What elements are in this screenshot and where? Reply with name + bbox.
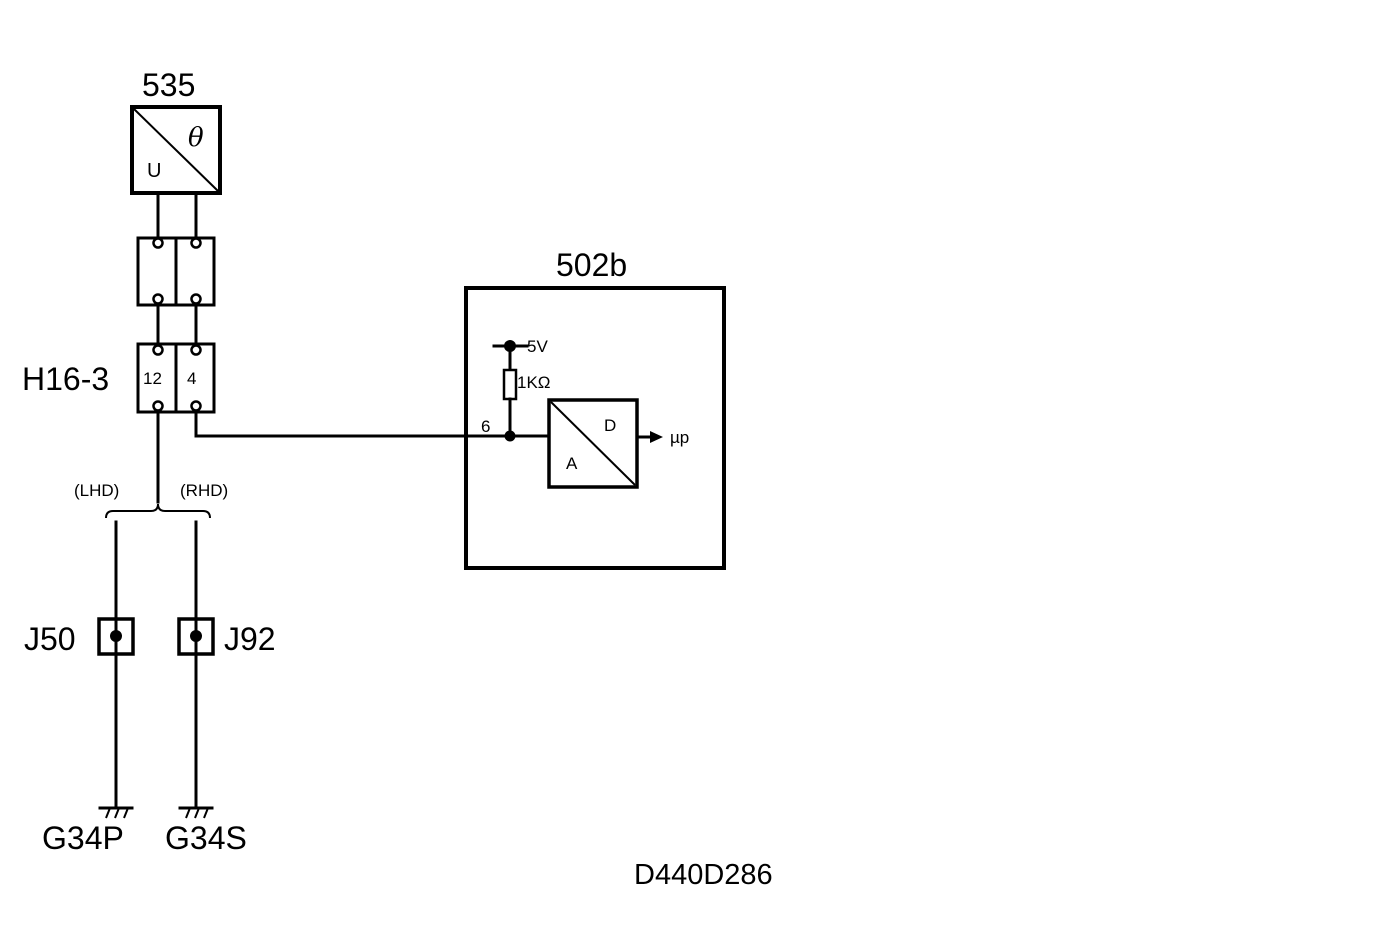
ad-converter-box bbox=[547, 398, 639, 489]
splice-label-j92: J92 bbox=[224, 621, 276, 657]
connector-id-label: H16-3 bbox=[22, 361, 109, 397]
pullup-resistor bbox=[502, 368, 518, 401]
supply-label: 5V bbox=[527, 337, 548, 356]
ecu-pin-label: 6 bbox=[481, 417, 490, 436]
connector-pin bbox=[152, 293, 164, 305]
splice-j92-dot bbox=[190, 630, 202, 642]
resistor-label: 1KΩ bbox=[517, 373, 551, 392]
ad-converter-diagonal bbox=[550, 401, 636, 486]
microprocessor-label: µp bbox=[670, 428, 689, 447]
connector-pin bbox=[190, 293, 202, 305]
ground-label-g34s: G34S bbox=[165, 820, 247, 856]
pin-label-4: 4 bbox=[187, 369, 196, 388]
ground-g34s-symbol bbox=[178, 806, 214, 819]
connector-pin bbox=[152, 400, 164, 412]
ecu-502b-box bbox=[464, 286, 726, 570]
splice-j92 bbox=[177, 617, 215, 656]
ground-label-g34p: G34P bbox=[42, 820, 124, 856]
connector-pin bbox=[152, 344, 164, 356]
signal-wire bbox=[194, 410, 513, 438]
splice-j50-dot bbox=[110, 630, 122, 642]
diagram-code: D440D286 bbox=[634, 859, 773, 891]
sensor-input-label: U bbox=[147, 160, 161, 182]
sensor-535: U θ bbox=[130, 105, 222, 195]
splice-label-j50: J50 bbox=[24, 621, 76, 657]
converter-input-label: A bbox=[566, 454, 578, 473]
variant-brace bbox=[105, 503, 211, 519]
sensor-id-label: 535 bbox=[142, 67, 195, 103]
connector-pin bbox=[190, 400, 202, 412]
connector-pin bbox=[152, 237, 164, 249]
inline-connector-upper bbox=[136, 236, 216, 307]
variant-label-lhd: (LHD) bbox=[74, 481, 119, 500]
connector-pin bbox=[190, 237, 202, 249]
sensor-box bbox=[130, 105, 222, 195]
sensor-output-label: θ bbox=[188, 123, 204, 153]
ad-converter: A D bbox=[547, 398, 639, 489]
signal-junction-node bbox=[504, 430, 516, 442]
ecu-id-label: 502b bbox=[556, 247, 627, 283]
sensor-diagonal bbox=[133, 108, 219, 192]
connector-pin bbox=[190, 344, 202, 356]
variant-label-rhd: (RHD) bbox=[180, 481, 228, 500]
connector-h16-3: 12 4 bbox=[136, 342, 216, 414]
ground-g34p-symbol bbox=[98, 806, 134, 819]
converter-output-label: D bbox=[604, 416, 616, 435]
splice-j50 bbox=[97, 617, 135, 656]
pin-label-12: 12 bbox=[143, 369, 162, 388]
output-arrow-icon bbox=[650, 431, 663, 443]
